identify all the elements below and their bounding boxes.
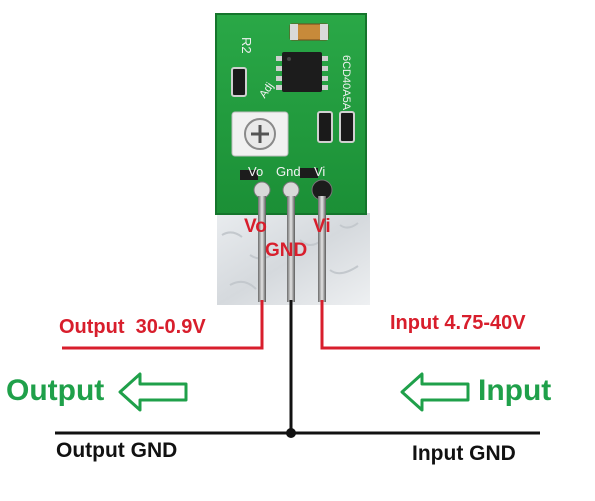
output-arrow-icon: [118, 372, 188, 412]
inductor-cap-right: [320, 24, 328, 40]
smd-cap-1: [240, 170, 258, 180]
smd-cap-2: [300, 168, 318, 178]
output-label: Output: [6, 374, 105, 407]
input-voltage-label: Input 4.75-40V: [390, 312, 526, 334]
pin-label-gnd: GND: [265, 240, 308, 261]
pin-label-vi: Vi: [313, 216, 331, 237]
output-gnd-label: Output GND: [56, 439, 178, 462]
pad-vo: [253, 181, 271, 199]
output-wire: [62, 300, 264, 350]
ic-dot: [287, 57, 291, 61]
ic-pins: [276, 56, 328, 90]
silkscreen-part: 6CD40A5A: [340, 55, 352, 111]
output-voltage-label: Output 30-0.9V: [59, 316, 206, 338]
pin-gnd: [287, 196, 295, 302]
smd-resistor-2: [317, 111, 333, 143]
pin-vo: [258, 196, 266, 302]
silkscreen-r2: R2: [239, 37, 254, 54]
ic-chip: [282, 52, 322, 92]
pot-slot: [251, 125, 269, 143]
silkscreen-gnd: Gnd: [276, 164, 301, 179]
input-arrow-icon: [400, 372, 470, 412]
silkscreen-vi: Vi: [314, 164, 325, 179]
smd-resistor-1: [231, 67, 247, 97]
input-label: Input: [478, 374, 552, 407]
pad-gnd: [282, 181, 300, 199]
pin-vi: [318, 196, 326, 302]
input-wire: [320, 300, 540, 350]
smd-resistor-3: [339, 111, 355, 143]
inductor-cap-left: [290, 24, 298, 40]
pin-label-vo: Vo: [244, 216, 267, 237]
input-gnd-label: Input GND: [412, 442, 516, 465]
silkscreen-vo: Vo: [248, 164, 263, 179]
ground-junction: [286, 428, 296, 438]
